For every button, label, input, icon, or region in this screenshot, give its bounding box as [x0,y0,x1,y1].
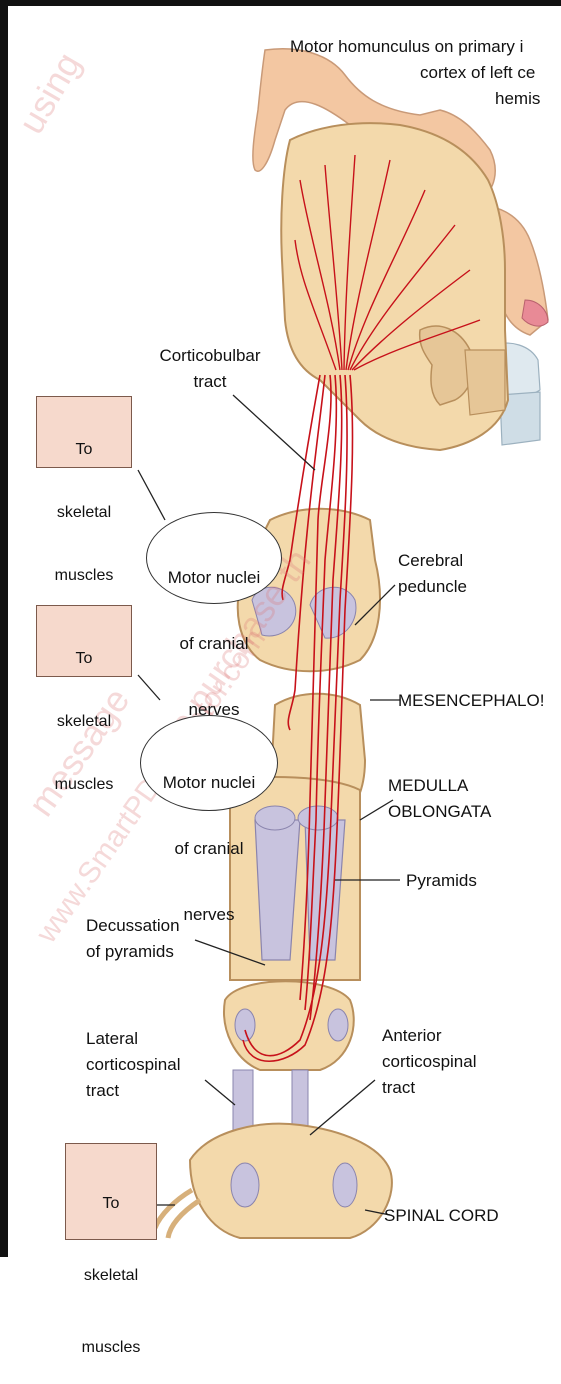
cerebral-peduncle-label-2: peduncle [398,576,467,598]
decussation-label-2: of pyramids [86,941,174,963]
decussation-label-1: Decussation [86,915,180,937]
corticobulbar-label-1: Corticobulbar [140,345,280,367]
title-line-3: hemis [495,88,540,110]
spinal-cord-section [190,1124,392,1238]
spinal-nerve [155,1190,200,1238]
oval-line-2: of cranial [141,838,277,860]
spinal-grey-right [333,1163,357,1207]
pyramids-label: Pyramids [406,870,477,892]
anterior-corticospinal-label-1: Anterior [382,1025,442,1047]
lateral-corticospinal-label-1: Lateral [86,1028,138,1050]
cerebral-peduncle-label-1: Cerebral [398,550,463,572]
box-line-2: skeletal [66,1264,156,1288]
figure-frame: using e purchase th message www.SmartPDF… [0,0,561,1257]
corticobulbar-label-2: tract [140,371,280,393]
left-border [0,0,8,1257]
lateral-corticospinal-label-2: corticospinal [86,1054,181,1076]
box-line-1: To [66,1192,156,1216]
mesencephalon-label: MESENCEPHALO! [398,690,544,712]
cortex-inner [465,350,505,415]
box-line-3: muscles [66,1336,156,1360]
box-line-3: muscles [37,565,131,586]
medulla-label-1: MEDULLA [388,775,468,797]
top-border [0,0,561,6]
medulla-label-2: OBLONGATA [388,801,491,823]
box-line-3: muscles [37,774,131,795]
anterior-corticospinal-label-3: tract [382,1077,415,1099]
box-line-2: skeletal [37,711,131,732]
box-line-2: skeletal [37,502,131,523]
anterior-corticospinal-label-2: corticospinal [382,1051,477,1073]
oval-line-2: of cranial [147,633,281,655]
motor-nuclei-oval-1: Motor nuclei of cranial nerves [146,512,282,604]
anterior-column-right [328,1009,348,1041]
title-line-1: Motor homunculus on primary i [290,36,523,58]
spinal-cord-label: SPINAL CORD [384,1205,499,1227]
title-line-2: cortex of left ce [420,62,535,84]
box-line-1: To [37,648,131,669]
skeletal-muscles-box-2: To skeletal muscles [36,605,132,677]
skeletal-muscles-box-3: To skeletal muscles [65,1143,157,1240]
box-line-1: To [37,439,131,460]
skeletal-muscles-box-1: To skeletal muscles [36,396,132,468]
lateral-tract-left [235,1009,255,1041]
oval-line-1: Motor nuclei [147,567,281,589]
oval-line-1: Motor nuclei [141,772,277,794]
lateral-corticospinal-label-3: tract [86,1080,119,1102]
motor-nuclei-oval-2: Motor nuclei of cranial nerves [140,715,278,811]
spinal-grey-left [231,1163,259,1207]
